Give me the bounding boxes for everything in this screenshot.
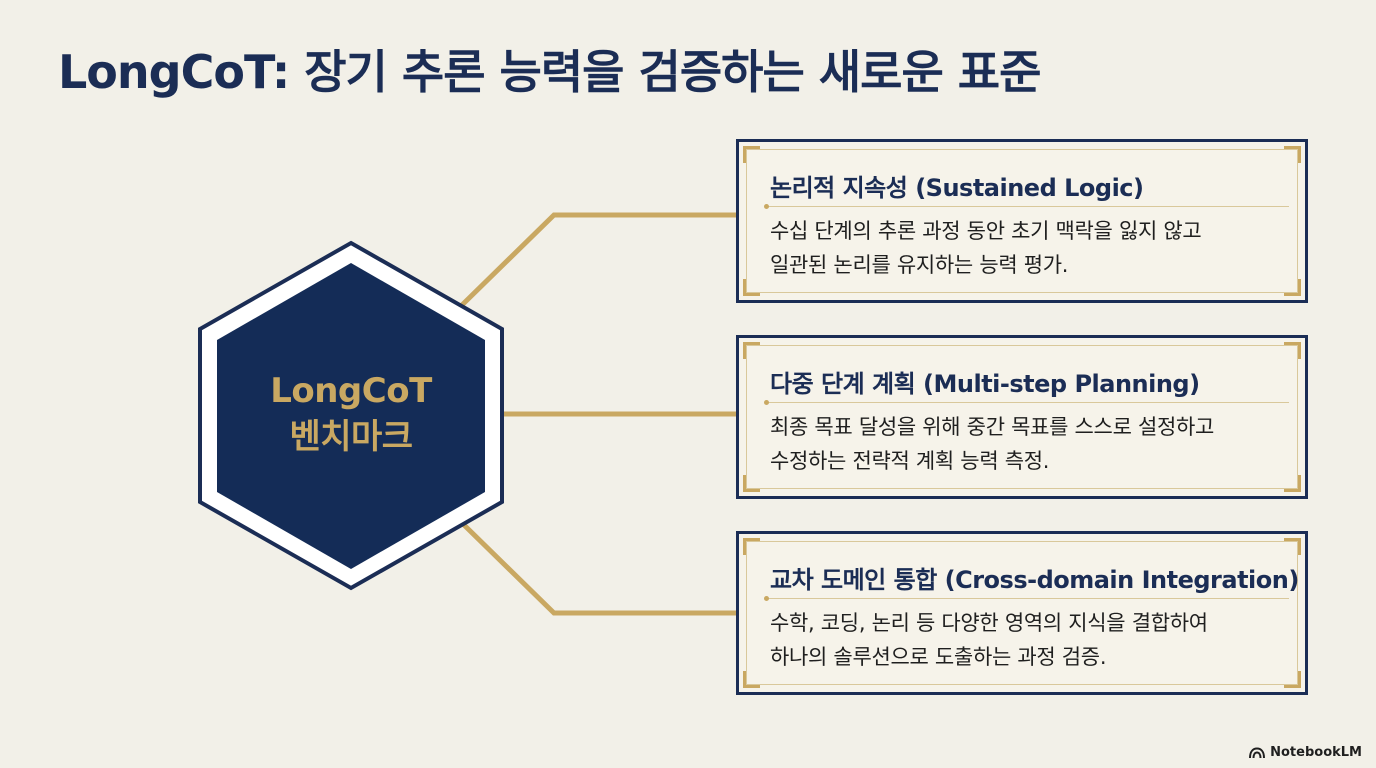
- center-label: LongCoT 벤치마크: [200, 368, 502, 460]
- card-title: 교차 도메인 통합 (Cross-domain Integration): [770, 566, 1299, 594]
- corner-ornament-icon: [1284, 671, 1301, 688]
- hexagon-inner: [217, 263, 485, 569]
- card-title: 다중 단계 계획 (Multi-step Planning): [770, 370, 1200, 398]
- corner-ornament-icon: [743, 538, 760, 555]
- corner-ornament-icon: [1284, 279, 1301, 296]
- card-description-line: 수십 단계의 추론 과정 동안 초기 맥락을 잃지 않고: [770, 219, 1202, 243]
- corner-ornament-icon: [743, 146, 760, 163]
- card-divider: [764, 596, 1289, 601]
- brand-label: NotebookLM: [1270, 745, 1362, 760]
- card-divider: [764, 400, 1289, 405]
- card-inner-frame: [746, 149, 1298, 293]
- card-description: 수십 단계의 추론 과정 동안 초기 맥락을 잃지 않고 일관된 논리를 유지하…: [770, 214, 1289, 282]
- connector-line-3: [460, 521, 738, 616]
- card-inner-frame: [746, 541, 1298, 685]
- corner-ornament-icon: [1284, 146, 1301, 163]
- corner-ornament-icon: [743, 671, 760, 688]
- corner-ornament-icon: [743, 342, 760, 359]
- card-divider: [764, 204, 1289, 209]
- corner-ornament-icon: [743, 279, 760, 296]
- center-label-line1: LongCoT: [270, 371, 432, 411]
- card-title: 논리적 지속성 (Sustained Logic): [770, 174, 1144, 202]
- notebooklm-watermark: NotebookLM: [1249, 745, 1362, 760]
- feature-card-sustained-logic: 논리적 지속성 (Sustained Logic) 수십 단계의 추론 과정 동…: [736, 139, 1308, 303]
- connector-line-1: [460, 212, 738, 307]
- notebooklm-logo-icon: [1249, 746, 1266, 758]
- center-label-line2: 벤치마크: [289, 417, 413, 457]
- card-description: 수학, 코딩, 논리 등 다양한 영역의 지식을 결합하여 하나의 솔루션으로 …: [770, 606, 1289, 674]
- feature-card-cross-domain-integration: 교차 도메인 통합 (Cross-domain Integration) 수학,…: [736, 531, 1308, 695]
- corner-ornament-icon: [1284, 342, 1301, 359]
- corner-ornament-icon: [1284, 475, 1301, 492]
- card-description-line: 최종 목표 달성을 위해 중간 목표를 스스로 설정하고: [770, 415, 1215, 439]
- card-description-line: 하나의 솔루션으로 도출하는 과정 검증.: [770, 645, 1107, 669]
- card-inner-frame: [746, 345, 1298, 489]
- corner-ornament-icon: [1284, 538, 1301, 555]
- card-description-line: 수정하는 전략적 계획 능력 측정.: [770, 449, 1050, 473]
- slide-title: LongCoT: 장기 추론 능력을 검증하는 새로운 표준: [58, 45, 1041, 99]
- corner-ornament-icon: [743, 475, 760, 492]
- card-description: 최종 목표 달성을 위해 중간 목표를 스스로 설정하고 수정하는 전략적 계획…: [770, 410, 1289, 478]
- feature-card-multi-step-planning: 다중 단계 계획 (Multi-step Planning) 최종 목표 달성을…: [736, 335, 1308, 499]
- card-description-line: 수학, 코딩, 논리 등 다양한 영역의 지식을 결합하여: [770, 611, 1208, 635]
- card-description-line: 일관된 논리를 유지하는 능력 평가.: [770, 253, 1069, 277]
